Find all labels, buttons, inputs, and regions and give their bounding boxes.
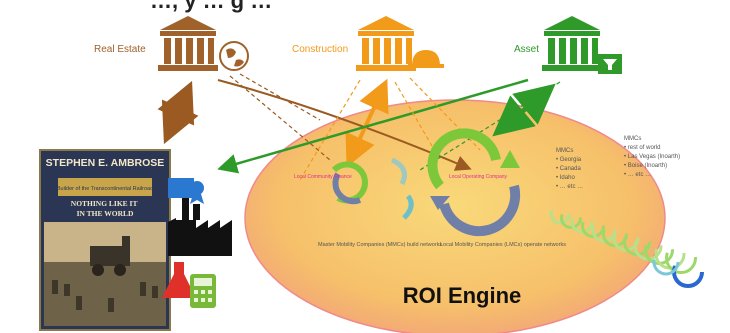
mini-cycle (549, 203, 571, 225)
arrow-asset-engine (492, 83, 556, 137)
mmc-list-item: • … etc … (624, 172, 651, 178)
book-title: NOTHING LIKE IT IN THE WORLD (71, 199, 139, 218)
mmc-list-2: MMCs • rest of world • Las Vegas (Inoarth)… (624, 136, 680, 178)
book-author: STEPHEN E. AMBROSE (46, 157, 165, 169)
hub-asset: Asset (514, 16, 622, 74)
ribbon-award-icon (168, 178, 204, 204)
mini-cycle (570, 210, 594, 234)
mmc-list-item: • Georgia (556, 157, 582, 163)
funnel-icon (598, 54, 622, 74)
mmc-list-1: MMCs • Georgia • Canada • Idaho • … etc … (556, 148, 583, 190)
cycle-right-label: Local Operating Company (449, 174, 508, 180)
mini-cycle-teal (652, 248, 680, 276)
hub-asset-label: Asset (514, 44, 539, 55)
cycle-right: Local Operating Company (427, 128, 521, 237)
bank-icon (158, 16, 218, 71)
calculator-icon (190, 274, 216, 308)
hub-real-estate: Real Estate (94, 16, 249, 71)
arrow-asset-book (217, 78, 529, 174)
cycle-cascade (549, 203, 704, 288)
globe-icon (219, 41, 249, 71)
mini-cycle (665, 242, 697, 274)
roi-engine-title: ROI Engine (403, 283, 522, 308)
hardhat-icon (408, 50, 444, 68)
mmc-list-item: • Boise (Inoarth) (624, 163, 667, 169)
bank-icon (356, 16, 416, 71)
dashed-connectors (229, 73, 561, 181)
mmc-list-item: • Canada (556, 166, 581, 172)
mmc-list-item: • Las Vegas (Inoarth) (624, 154, 680, 160)
note-lmc-operate: Local Mobility Companies (LMCs) operate … (440, 242, 566, 248)
hub-construction-label: Construction (292, 44, 348, 55)
mini-cycle (581, 214, 605, 238)
book-subtitle: Builder of the Transcontinental Railroad (57, 186, 153, 192)
bank-icon (542, 16, 602, 71)
note-mmc-build: Master Mobility Companies (MMCs) build n… (318, 242, 442, 248)
cycle-right-arc-blue (439, 184, 521, 237)
book-cover: STEPHEN E. AMBROSE Builder of the Transc… (39, 149, 171, 331)
header-partial-title: …, y … g … (150, 0, 272, 13)
mini-cycle (591, 217, 617, 243)
cycle-left-arc-blue (332, 172, 362, 205)
mmc-list-item: • Idaho (556, 175, 575, 181)
cycle-small-middle (390, 157, 414, 220)
mmc-list-item: MMCs (624, 136, 641, 142)
industry-icons (162, 178, 232, 308)
hub-real-estate-label: Real Estate (94, 44, 146, 55)
mini-cycle (560, 207, 582, 229)
mmc-list-item: MMCs (556, 148, 573, 154)
cycle-right-arc-green (427, 128, 501, 190)
cycle-left: Local Community Finance (294, 161, 369, 205)
arrow-realestate-book (157, 80, 199, 145)
flask-icon (162, 262, 196, 298)
arrow-construction-engine (345, 78, 389, 168)
mmc-list-item: • … etc … (556, 184, 583, 190)
cycle-left-label: Local Community Finance (294, 174, 352, 180)
factory-icon (168, 198, 232, 256)
mmc-list-item: • rest of world (624, 145, 660, 151)
hub-construction: Construction (292, 16, 444, 71)
